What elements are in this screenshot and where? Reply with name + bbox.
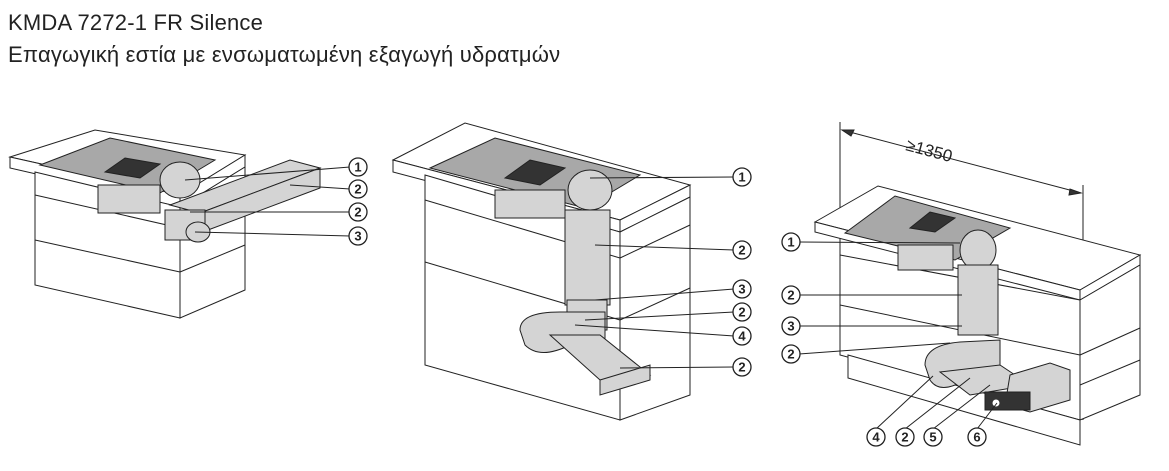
callout-2: 2 (348, 202, 368, 222)
callout-3: 3 (781, 316, 801, 336)
callout-1: 1 (348, 157, 368, 177)
svg-text:3: 3 (354, 229, 361, 244)
callout-2: 2 (732, 357, 752, 377)
diagram-3-callouts: 1 2 3 2 4 2 5 6 (781, 232, 987, 447)
callout-3: 3 (732, 279, 752, 299)
leader-lines (184, 166, 998, 430)
svg-text:2: 2 (901, 430, 908, 445)
diagram-3-cabinet: ≥1350 (813, 122, 1142, 446)
svg-text:3: 3 (738, 282, 745, 297)
product-model-title: KMDA 7272-1 FR Silence (8, 10, 264, 35)
callout-5: 5 (923, 427, 943, 447)
svg-text:2: 2 (787, 347, 794, 362)
svg-text:6: 6 (973, 430, 980, 445)
callout-2: 2 (732, 302, 752, 322)
svg-text:2: 2 (738, 305, 745, 320)
svg-text:2: 2 (787, 288, 794, 303)
callout-2: 2 (781, 285, 801, 305)
callout-2: 2 (895, 427, 915, 447)
diagram-1-cabinet (8, 129, 322, 319)
callout-3: 3 (348, 226, 368, 246)
svg-text:1: 1 (738, 170, 745, 185)
svg-text:3: 3 (787, 319, 794, 334)
dimension-line (841, 129, 1082, 194)
svg-text:2: 2 (738, 360, 745, 375)
callout-1: 1 (732, 167, 752, 187)
svg-text:4: 4 (738, 329, 746, 344)
diagram-1-callouts: 1 2 2 3 (348, 157, 368, 246)
callout-2: 2 (781, 344, 801, 364)
callout-1: 1 (781, 232, 801, 252)
callout-4: 4 (732, 326, 752, 346)
svg-text:2: 2 (354, 205, 361, 220)
svg-text:5: 5 (929, 430, 936, 445)
diagram-2-callouts: 1 2 3 2 4 2 (732, 167, 752, 377)
svg-text:2: 2 (354, 182, 361, 197)
svg-text:4: 4 (872, 430, 880, 445)
callout-6: 6 (967, 427, 987, 447)
callout-4: 4 (866, 427, 886, 447)
diagram-2-cabinet (391, 122, 692, 421)
callout-2: 2 (348, 179, 368, 199)
product-subtitle: Επαγωγική εστία με ενσωματωμένη εξαγωγή … (8, 42, 561, 67)
svg-text:1: 1 (787, 235, 794, 250)
callout-2: 2 (732, 240, 752, 260)
svg-text:1: 1 (354, 160, 361, 175)
svg-text:2: 2 (738, 243, 745, 258)
dimension-label: ≥1350 (904, 136, 954, 167)
